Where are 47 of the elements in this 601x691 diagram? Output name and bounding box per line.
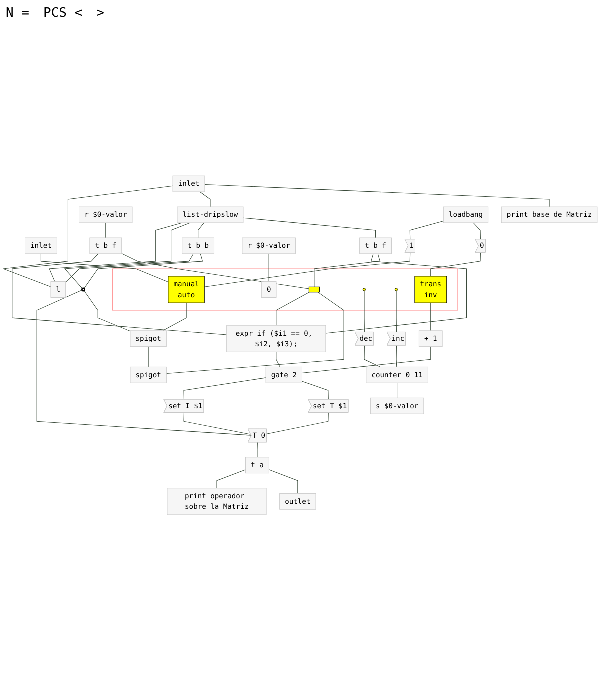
- connector: [430, 302, 432, 332]
- connector: [40, 254, 169, 283]
- connector: [268, 254, 270, 282]
- node-circle: [394, 288, 398, 292]
- connector: [430, 252, 481, 277]
- connector: [243, 218, 376, 238]
- connector: [166, 292, 344, 374]
- connector: [204, 252, 411, 288]
- connector: [36, 290, 252, 436]
- connector: [302, 381, 329, 400]
- connector: [184, 378, 266, 400]
- connector: [64, 222, 191, 290]
- connector: [12, 254, 228, 336]
- connector: [266, 412, 329, 434]
- connector: [122, 253, 310, 290]
- connector: [257, 442, 258, 458]
- connector: [396, 290, 398, 333]
- connector: [162, 302, 187, 332]
- patch-label: PCS <: [43, 6, 83, 21]
- connector: [276, 352, 280, 368]
- connector: [364, 290, 365, 333]
- connector: [184, 412, 252, 435]
- connector: [276, 292, 310, 326]
- connector: [268, 470, 298, 494]
- node-box: [308, 286, 320, 293]
- connector: [49, 222, 183, 282]
- connector: [200, 192, 211, 208]
- connector: [3, 186, 174, 288]
- node-circle: [362, 288, 366, 292]
- patch-label: >: [96, 6, 104, 21]
- connector: [216, 470, 246, 489]
- connector: [198, 222, 204, 238]
- connector: [84, 254, 204, 289]
- cluster: [112, 268, 458, 311]
- connector: [84, 290, 131, 332]
- connector: [397, 382, 398, 398]
- connector: [204, 184, 550, 208]
- connector: [66, 254, 194, 283]
- connector: [396, 345, 398, 368]
- connector: [302, 346, 432, 374]
- patch-label: N =: [6, 6, 30, 21]
- connector: [410, 220, 444, 240]
- connector: [473, 222, 481, 240]
- node-circle: [82, 288, 86, 292]
- connector: [326, 254, 468, 334]
- connector: [148, 346, 149, 368]
- connector: [314, 254, 381, 288]
